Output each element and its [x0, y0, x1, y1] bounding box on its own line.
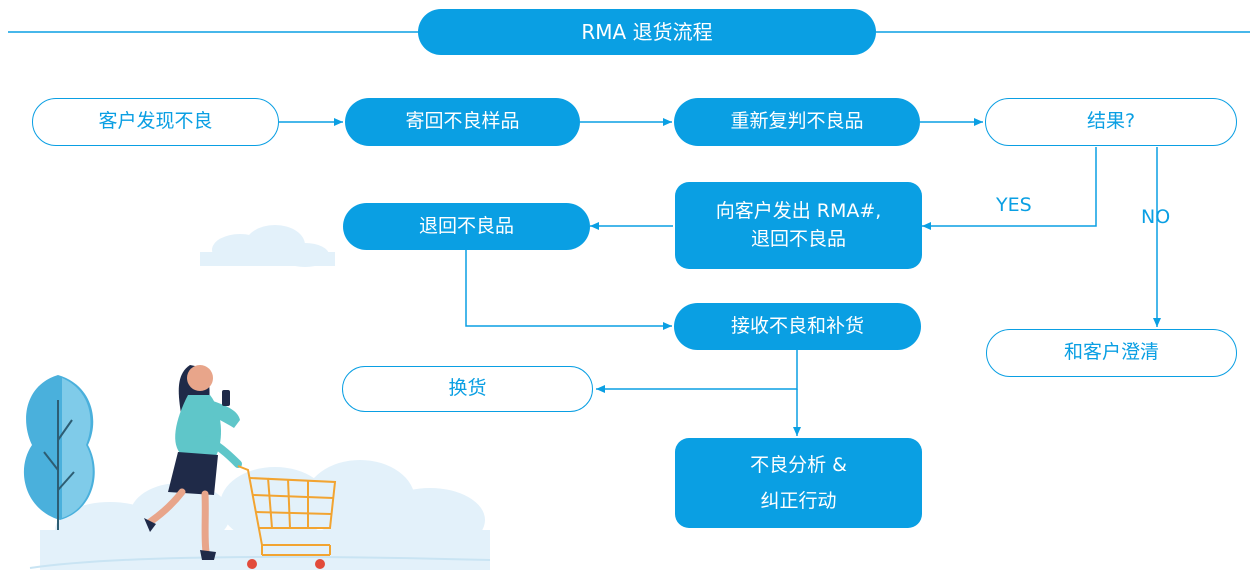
node-result: 结果?: [985, 98, 1237, 146]
node-label: 重新复判不良品: [730, 110, 864, 133]
node-label-line-1: 向客户发出 RMA#,: [715, 199, 882, 222]
node-label-line-2: 退回不良品: [750, 227, 846, 250]
woman-shopper-icon: [144, 365, 242, 560]
node-re-judge: 重新复判不良品: [674, 98, 920, 146]
node-label: 和客户澄清: [1063, 341, 1159, 364]
node-analysis-corrective-action: 不良分析 & 纠正行动: [675, 438, 922, 528]
cart-wheel-icon: [247, 559, 257, 569]
node-label: 客户发现不良: [98, 110, 213, 133]
edge-label-yes: YES: [996, 194, 1032, 216]
edge-label-no: NO: [1141, 206, 1171, 228]
ground-cloud-icon: [40, 460, 490, 570]
node-send-back-sample: 寄回不良样品: [345, 98, 580, 146]
edge-to-exchange: [596, 350, 798, 393]
node-customer-finds-defect: 客户发现不良: [32, 98, 279, 146]
tree-icon: [23, 375, 95, 530]
node-return-defect: 退回不良品: [343, 203, 590, 250]
node-label: 结果?: [1086, 110, 1136, 133]
cart-wheel-icon: [315, 559, 325, 569]
node-label: 换货: [448, 377, 487, 400]
small-cloud-icon: [200, 225, 335, 267]
edge-to-receive: [465, 250, 672, 330]
node-receive-replenish: 接收不良和补货: [674, 303, 921, 350]
node-label-line-2: 纠正行动: [760, 490, 837, 512]
node-label: 接收不良和补货: [730, 314, 864, 337]
node-clarify-with-customer: 和客户澄清: [986, 329, 1237, 377]
node-issue-rma: 向客户发出 RMA#, 退回不良品: [675, 182, 922, 269]
node-label: 退回不良品: [418, 214, 514, 237]
page-title-text: RMA 退货流程: [581, 19, 713, 44]
edge-yes: [922, 147, 1097, 230]
node-label-line-1: 不良分析 &: [750, 453, 847, 476]
node-exchange: 换货: [342, 366, 593, 412]
page-title: RMA 退货流程: [418, 9, 876, 55]
shopping-cart-icon: [237, 465, 337, 556]
node-label: 寄回不良样品: [405, 110, 520, 133]
